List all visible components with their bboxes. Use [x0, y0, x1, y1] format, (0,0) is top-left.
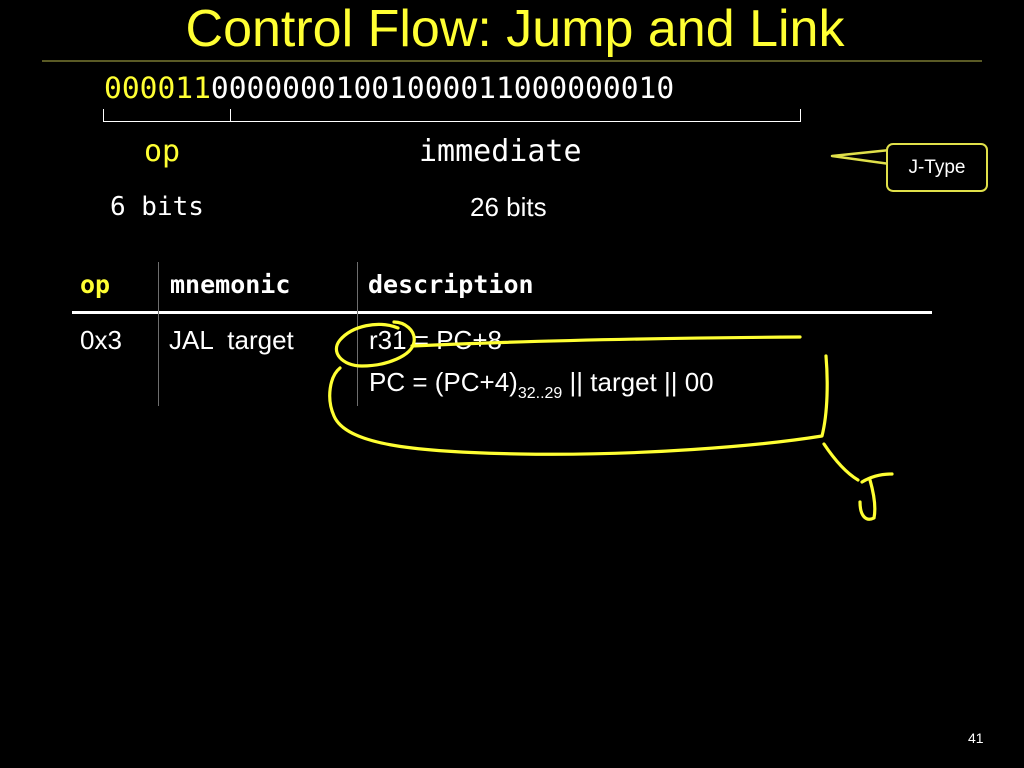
- letter-j-ink: [860, 472, 894, 484]
- column-divider: [158, 262, 159, 406]
- immediate-bits: 00000001001000011000000010: [210, 71, 675, 105]
- slide-title: Control Flow: Jump and Link: [185, 0, 845, 58]
- desc-line2-subscript: 32..29: [517, 385, 563, 402]
- cell-op: 0x3: [80, 325, 122, 355]
- header-description: description: [368, 270, 534, 299]
- j-type-callout: J-Type: [886, 143, 988, 192]
- instruction-bits: 00001100000001001000011000000010: [104, 70, 674, 106]
- cell-description-line1: r31 = PC+8: [369, 325, 502, 355]
- underline-ink: [410, 335, 802, 348]
- op-bits: 000011: [104, 71, 211, 105]
- title-divider: [42, 60, 982, 62]
- enclosure-loop-ink: [328, 354, 829, 456]
- table-header-rule: [72, 311, 932, 314]
- letter-j-ink: [858, 478, 877, 521]
- immediate-width-label: 26 bits: [470, 192, 547, 222]
- cell-description-line2: PC = (PC+4)32..29 || target || 00: [369, 367, 714, 402]
- op-field-bracket: [103, 109, 231, 122]
- cell-mnemonic: JAL target: [169, 325, 294, 355]
- desc-line2-pre: PC = (PC+4): [369, 367, 518, 397]
- op-width-label: 6 bits: [110, 192, 204, 222]
- column-divider: [357, 262, 358, 406]
- header-mnemonic: mnemonic: [170, 270, 291, 299]
- immediate-field-label: immediate: [419, 134, 582, 169]
- desc-line2-post: || target || 00: [562, 367, 714, 397]
- page-number: 41: [968, 730, 984, 746]
- header-op: op: [80, 270, 111, 299]
- circle-r31-ink: [334, 320, 416, 368]
- op-field-label: op: [144, 134, 181, 169]
- tail-ink: [822, 442, 860, 482]
- immediate-field-bracket: [230, 109, 801, 122]
